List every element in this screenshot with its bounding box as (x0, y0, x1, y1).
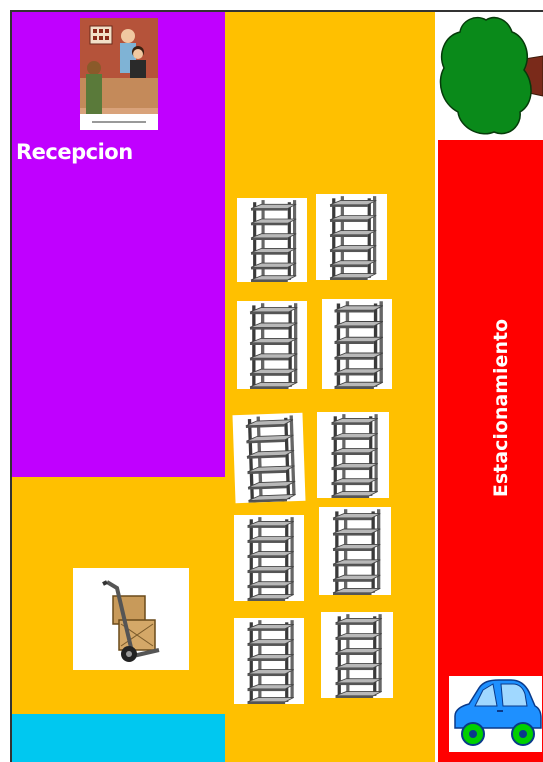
car-icon (449, 676, 542, 752)
shelf-rack-icon (237, 301, 307, 389)
hand-truck-icon (73, 568, 189, 670)
parking-label-wrap: Estacionamiento (438, 140, 543, 676)
shelf-rack-icon (234, 515, 304, 601)
parking-label: Estacionamiento (491, 319, 513, 497)
shelf-rack-icon (319, 507, 391, 595)
shelf-rack-icon (237, 198, 307, 282)
shelf-rack-icon (232, 413, 305, 503)
shelf-rack-icon (321, 612, 393, 698)
shelf-rack-icon (316, 194, 387, 280)
reception-desk-icon (80, 18, 158, 130)
bottom-strip-zone (12, 714, 225, 762)
tree-icon (436, 12, 543, 140)
shelf-rack-icon (234, 618, 304, 704)
shelf-rack-icon (322, 299, 392, 389)
reception-label: Recepcion (16, 140, 133, 164)
shelf-rack-icon (317, 412, 389, 498)
